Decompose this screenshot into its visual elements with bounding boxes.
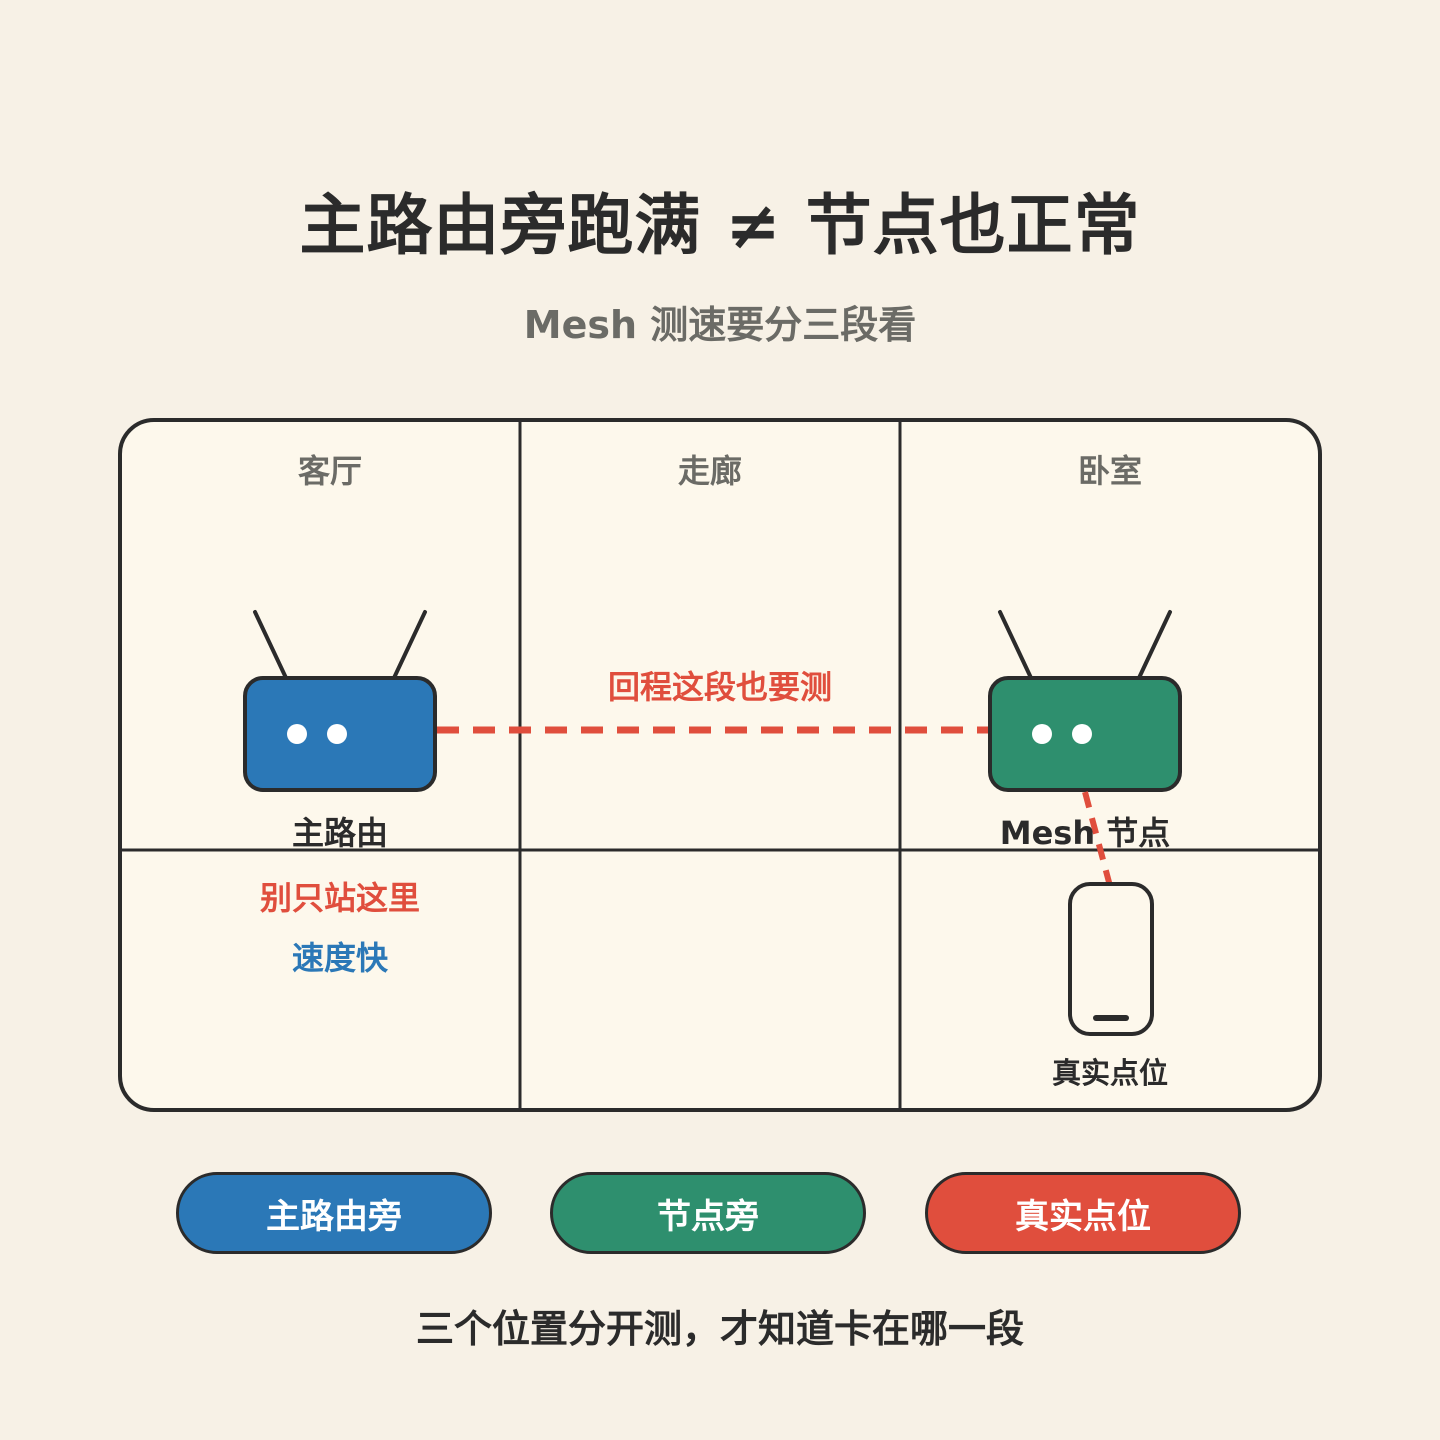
fast-speed-note: 速度快 [291,939,388,977]
footer-note: 三个位置分开测，才知道卡在哪一段 [415,1307,1024,1351]
page-title: 主路由旁跑满 ≠ 节点也正常 [299,187,1141,264]
mesh-node-label: Mesh 节点 [999,814,1171,852]
real-location-button[interactable]: 真实点位 [925,1172,1241,1254]
node-to-phone-link [1082,791,1113,887]
main-router-button[interactable]: 主路由旁 [176,1172,492,1254]
backhaul-annotation: 回程这段也要测 [607,668,832,706]
room-label-living-room: 客厅 [297,452,362,490]
main-router-label: 主路由 [291,814,388,852]
main-router-icon [243,610,437,792]
node-button[interactable]: 节点旁 [550,1172,866,1254]
mesh-node-icon [988,610,1182,792]
dont-stand-here-note: 别只站这里 [259,879,420,917]
room-label-hallway: 走廊 [677,452,742,490]
phone-label: 真实点位 [1051,1056,1168,1090]
room-label-bedroom: 卧室 [1077,452,1142,490]
phone-icon [1068,882,1154,1036]
page-subtitle: Mesh 测速要分三段看 [523,303,917,347]
floor-plan-panel [118,418,1322,1112]
